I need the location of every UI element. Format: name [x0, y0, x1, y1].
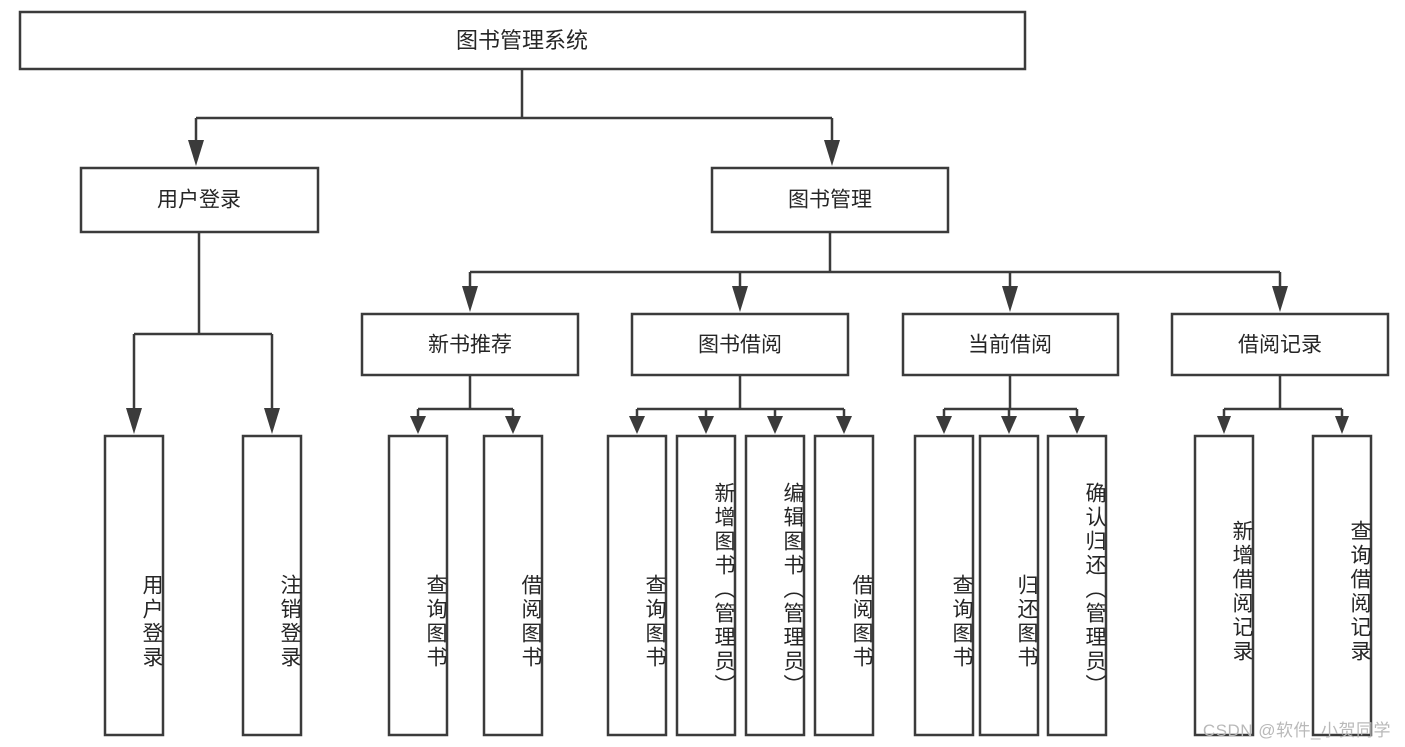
arrow-to-user-login — [188, 140, 204, 166]
arrow-to-leaf-user-login — [126, 408, 142, 434]
connector-new-book-recommend-to-leaves — [416, 375, 515, 418]
arrow-to-leaf-borrow-book-2 — [836, 416, 852, 434]
connector-user-login-to-leaves — [132, 232, 274, 410]
arrow-to-leaf-add-book — [698, 416, 714, 434]
node-book-management-label: 图书管理 — [788, 189, 872, 212]
arrow-to-leaf-add-record — [1217, 416, 1231, 434]
leaf-box-query-book-1[interactable] — [387, 434, 449, 737]
leaf-box-return-book[interactable] — [978, 434, 1040, 737]
node-new-book-recommend-box[interactable] — [360, 312, 580, 377]
node-root-box[interactable] — [18, 10, 1027, 71]
arrow-to-borrow-record — [1272, 286, 1288, 312]
arrow-to-leaf-query-book-1 — [410, 416, 426, 434]
arrow-to-book-management — [824, 140, 840, 166]
node-borrow-record-label: 借阅记录 — [1238, 334, 1322, 357]
leaf-box-query-book-2[interactable] — [606, 434, 668, 737]
leaf-box-query-book-3[interactable] — [913, 434, 975, 737]
arrow-to-current-borrow — [1002, 286, 1018, 312]
leaf-box-query-record[interactable] — [1311, 434, 1373, 737]
connector-book-borrow-to-leaves — [635, 375, 846, 418]
node-user-login-box[interactable] — [79, 166, 320, 234]
arrow-to-leaf-edit-book — [767, 416, 783, 434]
arrow-to-new-book-recommend — [462, 286, 478, 312]
arrow-to-leaf-query-book-3 — [936, 416, 952, 434]
node-current-borrow-box[interactable] — [901, 312, 1120, 377]
arrow-to-leaf-query-book-2 — [629, 416, 645, 434]
arrow-to-book-borrow — [732, 286, 748, 312]
connector-root-to-level2 — [194, 69, 834, 142]
arrow-to-leaf-query-record — [1335, 416, 1349, 434]
node-new-book-recommend-label: 新书推荐 — [428, 334, 512, 357]
leaf-box-borrow-book-1[interactable] — [482, 434, 544, 737]
arrow-to-leaf-borrow-book-1 — [505, 416, 521, 434]
leaf-box-edit-book[interactable] — [744, 434, 806, 737]
node-root-label: 图书管理系统 — [456, 28, 588, 53]
leaf-box-user-login[interactable] — [103, 434, 165, 737]
arrow-to-leaf-return-book — [1001, 416, 1017, 434]
connector-book-management-to-level3 — [468, 232, 1282, 288]
leaf-box-add-book[interactable] — [675, 434, 737, 737]
arrow-to-leaf-logout — [264, 408, 280, 434]
node-book-borrow-label: 图书借阅 — [698, 334, 782, 357]
connector-borrow-record-to-leaves — [1222, 375, 1344, 418]
leaf-box-logout[interactable] — [241, 434, 303, 737]
leaf-box-confirm-return[interactable] — [1046, 434, 1108, 737]
connector-current-borrow-to-leaves — [942, 375, 1079, 418]
node-current-borrow-label: 当前借阅 — [968, 334, 1052, 357]
leaf-box-add-record[interactable] — [1193, 434, 1255, 737]
leaf-box-borrow-book-2[interactable] — [813, 434, 875, 737]
csdn-watermark: CSDN @软件_小贺同学 — [1202, 721, 1391, 740]
arrow-to-leaf-confirm-return — [1069, 416, 1085, 434]
node-user-login-label: 用户登录 — [157, 189, 241, 212]
